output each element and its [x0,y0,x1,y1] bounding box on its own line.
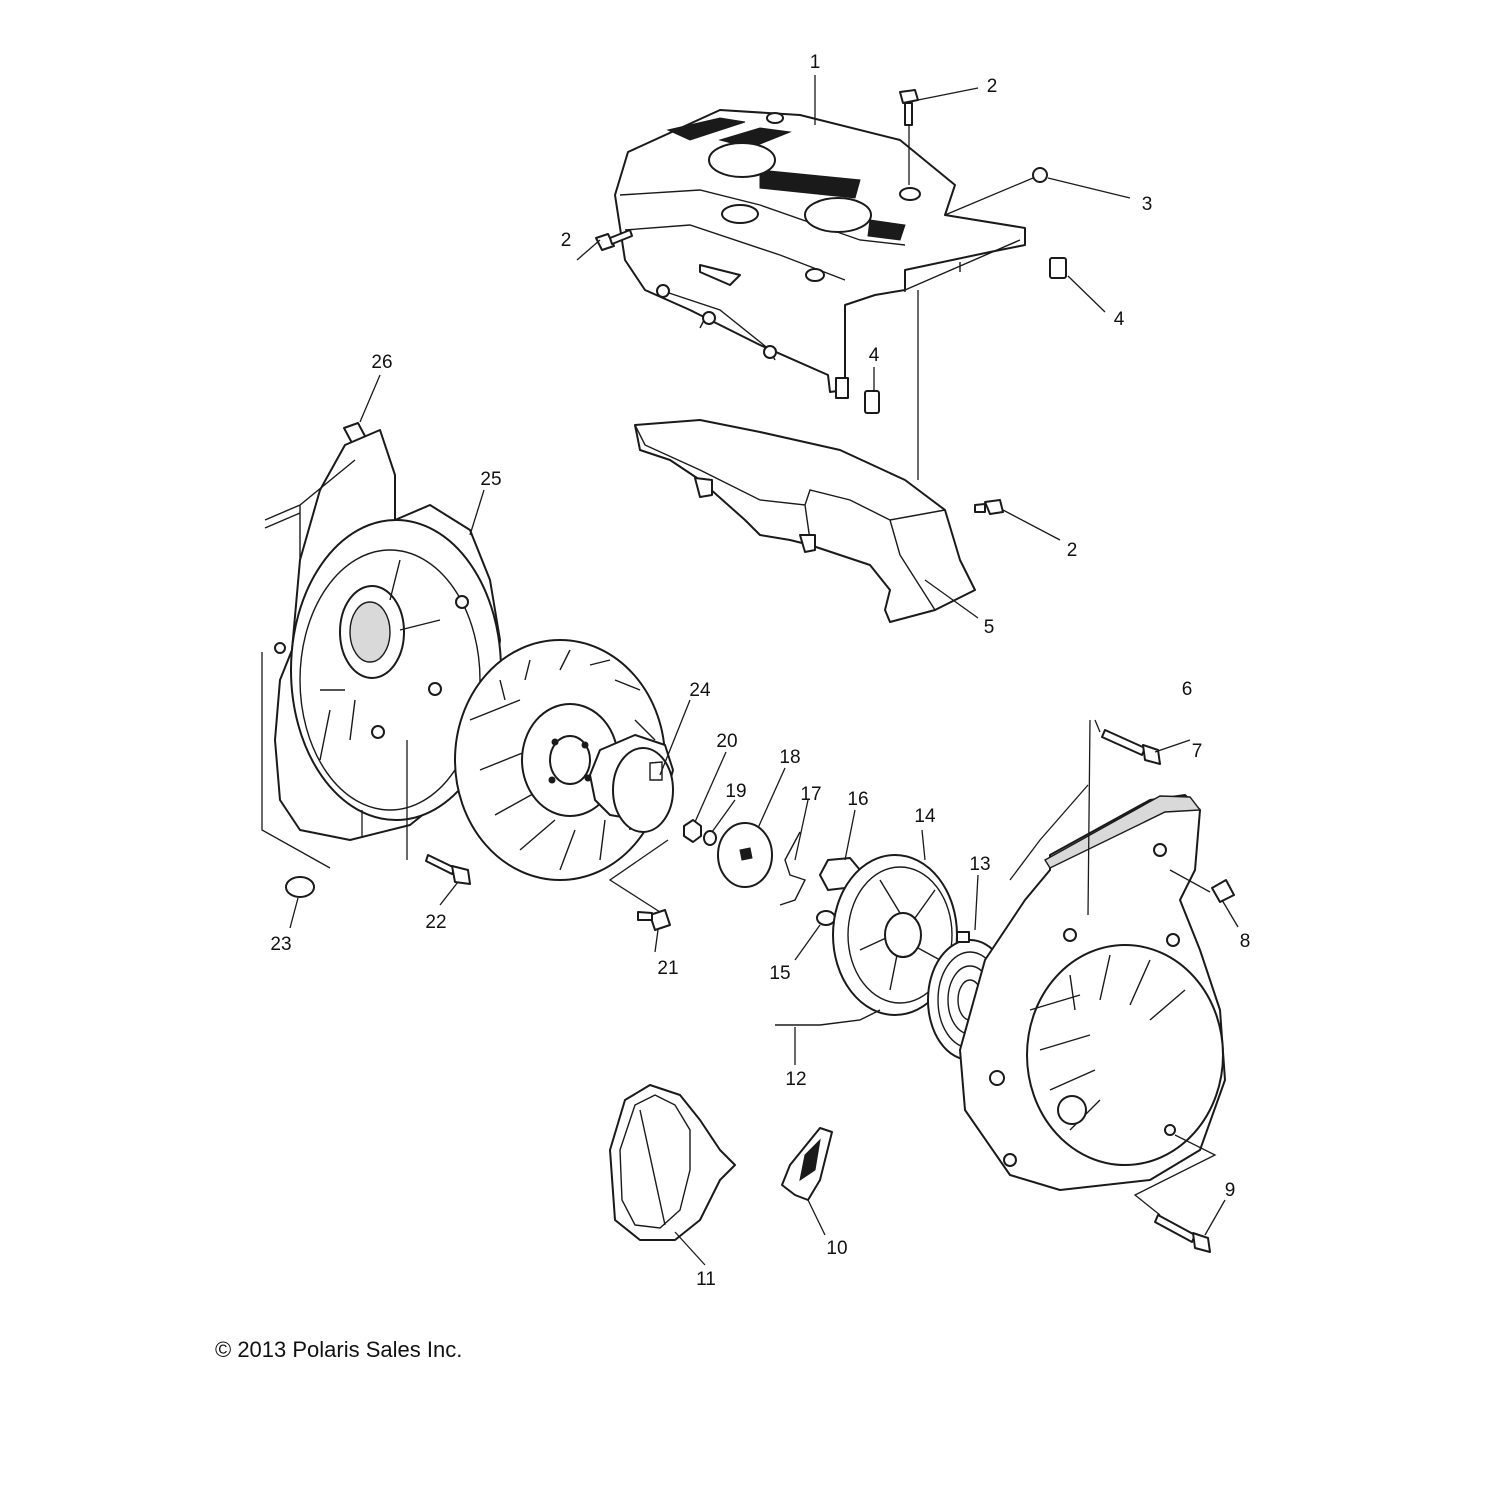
clip-part-4-right [1049,257,1067,279]
callout-10: 10 [826,1238,847,1259]
callout-labels: 1 2 2 2 3 4 4 5 6 7 8 9 10 11 12 13 14 1… [270,52,1250,1290]
callout-22: 22 [425,912,446,933]
starter-cup-part-24 [589,734,674,833]
callout-19: 19 [725,781,746,802]
callout-6: 6 [1182,679,1193,700]
friction-plate-part-18 [717,822,773,888]
grommet-part-8 [1169,869,1235,903]
washer-part-19 [703,830,717,846]
bolt-part-2-left [595,229,633,251]
callout-2-top: 2 [987,76,998,97]
callout-15: 15 [769,963,790,984]
bolt-part-9 [1133,1134,1217,1253]
callout-9: 9 [1225,1180,1236,1201]
spring-part-17 [779,831,806,906]
callout-2-duct: 2 [1067,540,1078,561]
callout-25: 25 [480,469,501,490]
bolt-part-21 [608,839,671,931]
fan-housing-part-25 [261,429,502,869]
callout-4-right: 4 [1114,309,1125,330]
callout-26: 26 [371,352,392,373]
callout-24: 24 [689,680,711,701]
bolt-part-2-duct [974,499,1004,515]
callout-3: 3 [1142,194,1153,215]
callout-1: 1 [810,52,821,73]
bushing-part-15 [816,910,836,926]
nut-part-20 [683,819,702,843]
handle-insert-part-10 [781,1127,833,1201]
callout-18: 18 [779,747,800,768]
callout-17: 17 [800,784,821,805]
rope-pulley-part-14 [832,854,958,1016]
engine-cover-part-1 [614,109,1026,399]
callout-5: 5 [984,617,995,638]
copyright-notice: © 2013 Polaris Sales Inc. [215,1337,463,1362]
callout-21: 21 [657,958,678,979]
callout-2-left: 2 [561,230,572,251]
callout-8: 8 [1240,931,1251,952]
callout-leaders [289,75,1239,1266]
callout-11: 11 [696,1269,716,1290]
callout-12: 12 [785,1069,806,1090]
bolt-part-6 [1094,719,1161,765]
o-ring-part-23 [285,876,315,898]
screw-part-3 [944,167,1048,216]
bolt-part-22 [406,740,471,885]
callout-23: 23 [270,934,291,955]
callout-7: 7 [1192,741,1203,762]
callout-13: 13 [969,854,990,875]
air-duct-part-5 [634,290,976,623]
callout-14: 14 [914,806,936,827]
callout-16: 16 [847,789,868,810]
recoil-housing-part-7 [959,719,1226,1191]
clip-part-4-lower [864,390,880,414]
starter-handle-part-11 [609,1084,736,1241]
callout-4-lower: 4 [869,345,880,366]
callout-20: 20 [716,731,737,752]
starter-rope-part-12 [775,1009,881,1026]
